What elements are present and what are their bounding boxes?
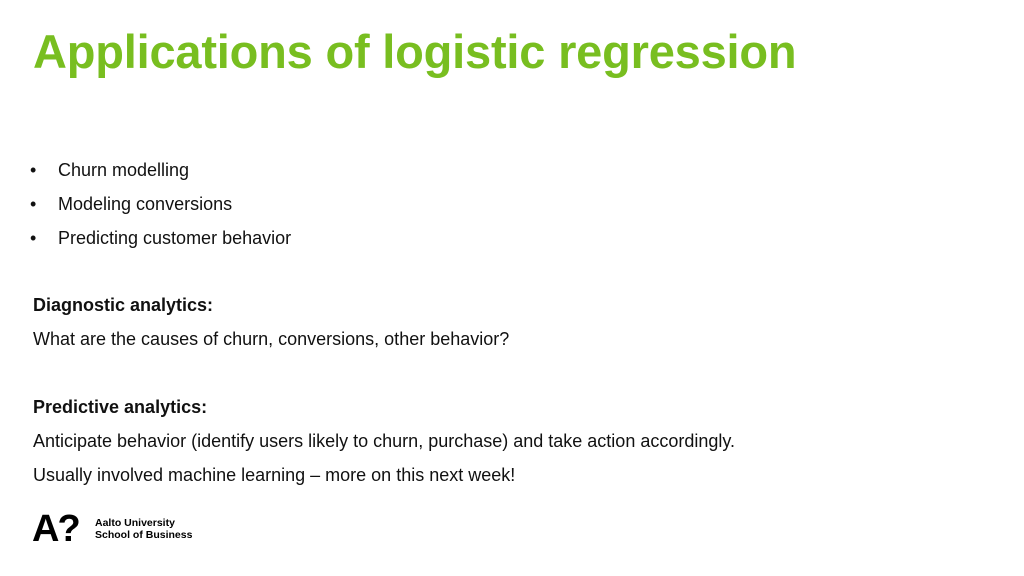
logo-line-school: School of Business [95,529,193,541]
bullet-icon: • [30,228,37,248]
predictive-text-line-2: Usually involved machine learning – more… [33,465,516,485]
bullet-text: Churn modelling [58,160,190,180]
predictive-heading: Predictive analytics: [33,397,208,417]
bullet-item: • Churn modelling [30,158,291,192]
bullet-icon: • [30,194,37,214]
diagnostic-heading: Diagnostic analytics: [33,295,214,315]
bullet-item: • Predicting customer behavior [30,226,291,260]
predictive-text-line-1: Anticipate behavior (identify users like… [33,431,736,451]
bullet-text: Modeling conversions [58,194,233,214]
bullet-item: • Modeling conversions [30,192,291,226]
diagnostic-text: What are the causes of churn, conversion… [33,329,510,349]
bullet-text: Predicting customer behavior [58,228,292,248]
logo-line-university: Aalto University [95,517,175,529]
aalto-logo: A? Aalto University School of Business [32,508,192,550]
bullet-list: • Churn modelling • Modeling conversions… [30,158,291,260]
bullet-icon: • [30,160,37,180]
logo-text: Aalto University School of Business [95,517,192,541]
slide-title: Applications of logistic regression [33,25,797,78]
aalto-logo-mark-icon: A? [32,508,81,550]
